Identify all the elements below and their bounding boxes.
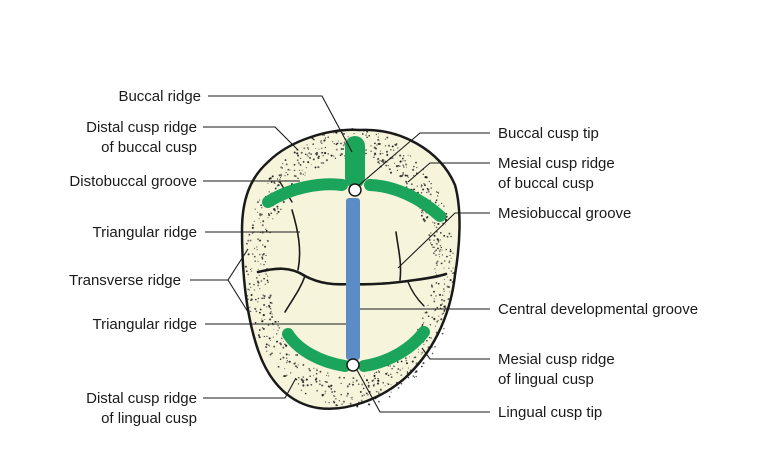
- label-transverse-ridge: Transverse ridge: [69, 272, 181, 289]
- mesial-cusp-ridge-lingual-mark: [358, 326, 430, 372]
- label-distal-cusp-ridge-buccal-2: of buccal cusp: [101, 139, 197, 156]
- label-distal-cusp-ridge-lingual-2: of lingual cusp: [101, 410, 197, 427]
- label-lingual-cusp-tip: Lingual cusp tip: [498, 404, 602, 421]
- label-mesial-cusp-ridge-buccal-1: Mesial cusp ridge: [498, 155, 615, 172]
- label-central-developmental-groove: Central developmental groove: [498, 301, 698, 318]
- lingual-cusp-tip-mark: [346, 358, 360, 372]
- leader-lines: [190, 95, 490, 413]
- buccal-cusp-tip-mark: [348, 183, 362, 197]
- label-mesial-cusp-ridge-lingual-1: Mesial cusp ridge: [498, 351, 615, 368]
- label-mesial-cusp-ridge-buccal-2: of buccal cusp: [498, 175, 594, 192]
- label-mesiobuccal-groove: Mesiobuccal groove: [498, 205, 631, 222]
- distal-cusp-ridge-buccal-mark: [262, 178, 348, 208]
- label-buccal-ridge: Buccal ridge: [118, 88, 201, 105]
- label-distobuccal-groove: Distobuccal groove: [69, 173, 197, 190]
- label-triangular-ridge-lower: Triangular ridge: [93, 316, 198, 333]
- distal-cusp-ridge-lingual-mark: [282, 328, 351, 372]
- label-mesial-cusp-ridge-lingual-2: of lingual cusp: [498, 371, 594, 388]
- ridges: [262, 136, 446, 372]
- label-distal-cusp-ridge-buccal-1: Distal cusp ridge: [86, 119, 197, 136]
- central-groove-mark: [346, 198, 360, 360]
- mesial-cusp-ridge-buccal-mark: [364, 179, 446, 222]
- label-triangular-ridge-upper: Triangular ridge: [93, 224, 198, 241]
- label-buccal-cusp-tip: Buccal cusp tip: [498, 125, 599, 142]
- occlusal-grooves: [256, 181, 448, 313]
- label-distal-cusp-ridge-lingual-1: Distal cusp ridge: [86, 390, 197, 407]
